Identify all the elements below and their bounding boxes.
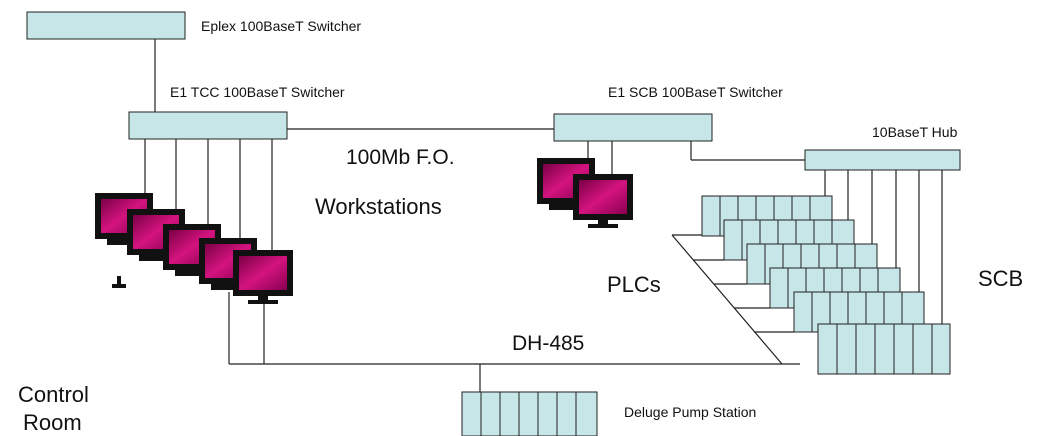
- control-room-label-line2: Room: [23, 410, 82, 435]
- scb-label: SCB: [978, 266, 1024, 291]
- scb-workstations: [537, 158, 633, 228]
- plc-rack-icon: [817, 323, 951, 375]
- network-links: [144, 39, 943, 392]
- control-room-workstations: [95, 193, 293, 304]
- control-room-label-line1: Control: [18, 382, 89, 407]
- workstations-label: Workstations: [315, 194, 442, 219]
- tcc-switch-box: [128, 111, 288, 140]
- eplex-switch-box: [26, 11, 186, 40]
- scb-switch-label: E1 SCB 100BaseT Switcher: [608, 84, 783, 100]
- deluge-rack: [461, 391, 598, 436]
- plc-racks: [701, 195, 951, 375]
- deluge-label: Deluge Pump Station: [624, 404, 757, 420]
- hub-box: [804, 149, 961, 171]
- eplex-switch-label: Eplex 100BaseT Switcher: [201, 18, 362, 34]
- plcs-label: PLCs: [607, 272, 661, 297]
- dh485-label: DH-485: [512, 332, 585, 355]
- hub-label: 10BaseT Hub: [872, 124, 958, 140]
- fiber-label: 100Mb F.O.: [346, 146, 455, 169]
- monitor-icon: [573, 174, 633, 228]
- scb-switch-box: [553, 113, 713, 142]
- tcc-switch-label: E1 TCC 100BaseT Switcher: [170, 84, 345, 100]
- monitor-icon: [233, 250, 293, 304]
